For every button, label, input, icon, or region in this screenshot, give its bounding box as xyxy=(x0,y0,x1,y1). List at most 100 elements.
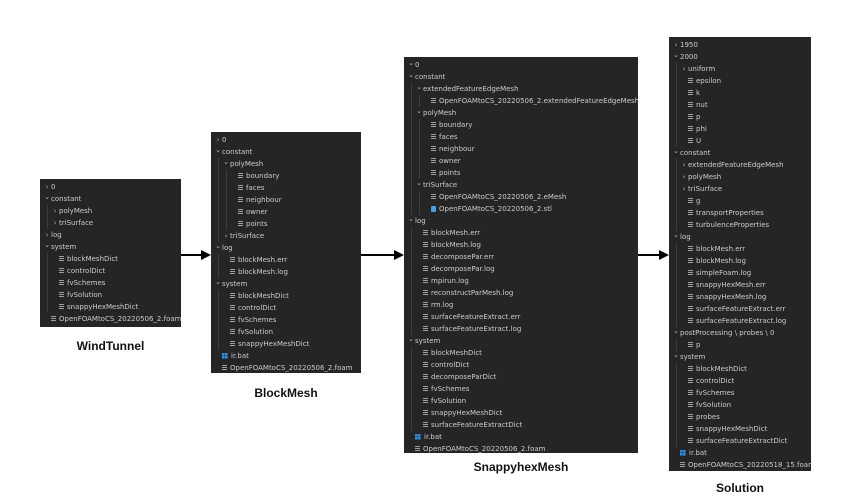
tree-item[interactable]: ⌄constant xyxy=(404,71,638,83)
chevron-right-icon[interactable]: › xyxy=(53,219,57,227)
tree-item[interactable]: boundary xyxy=(404,119,638,131)
chevron-right-icon[interactable]: › xyxy=(674,41,678,49)
tree-item[interactable]: ir.bat xyxy=(669,447,811,459)
tree-item[interactable]: ›1950 xyxy=(669,39,811,51)
tree-item[interactable]: ›polyMesh xyxy=(669,171,811,183)
chevron-down-icon[interactable]: ⌄ xyxy=(44,193,50,201)
tree-item[interactable]: points xyxy=(211,218,361,230)
tree-item[interactable]: OpenFOAMtoCS_20220518_15.foam xyxy=(669,459,811,471)
tree-item[interactable]: OpenFOAMtoCS_20220506_2.stl xyxy=(404,203,638,215)
chevron-down-icon[interactable]: ⌄ xyxy=(223,158,229,166)
chevron-down-icon[interactable]: ⌄ xyxy=(44,241,50,249)
chevron-right-icon[interactable]: › xyxy=(682,173,686,181)
tree-item[interactable]: snappyHexMeshDict xyxy=(40,301,181,313)
chevron-down-icon[interactable]: ⌄ xyxy=(215,278,221,286)
tree-item[interactable]: ⌄log xyxy=(404,215,638,227)
tree-item[interactable]: ›uniform xyxy=(669,63,811,75)
tree-item[interactable]: fvSolution xyxy=(40,289,181,301)
tree-item[interactable]: blockMeshDict xyxy=(211,290,361,302)
tree-item[interactable]: blockMesh.log xyxy=(404,239,638,251)
tree-item[interactable]: fvSolution xyxy=(404,395,638,407)
tree-item[interactable]: ⌄constant xyxy=(211,146,361,158)
chevron-down-icon[interactable]: ⌄ xyxy=(215,146,221,154)
tree-item[interactable]: ⌄system xyxy=(669,351,811,363)
tree-item[interactable]: OpenFOAMtoCS_20220506_2.extendedFeatureE… xyxy=(404,95,638,107)
tree-item[interactable]: points xyxy=(404,167,638,179)
tree-item[interactable]: decomposePar.err xyxy=(404,251,638,263)
tree-item[interactable]: blockMeshDict xyxy=(404,347,638,359)
chevron-down-icon[interactable]: ⌄ xyxy=(408,71,414,79)
chevron-down-icon[interactable]: ⌄ xyxy=(673,51,679,59)
tree-item[interactable]: simpleFoam.log xyxy=(669,267,811,279)
tree-item[interactable]: ⌄constant xyxy=(669,147,811,159)
tree-item[interactable]: fvSolution xyxy=(211,326,361,338)
tree-item[interactable]: ›0 xyxy=(40,181,181,193)
tree-item[interactable]: ⌄extendedFeatureEdgeMesh xyxy=(404,83,638,95)
tree-item[interactable]: OpenFOAMtoCS_20220506_2.foam xyxy=(404,443,638,453)
chevron-down-icon[interactable]: ⌄ xyxy=(673,351,679,359)
chevron-right-icon[interactable]: › xyxy=(53,207,57,215)
tree-item[interactable]: ⌄polyMesh xyxy=(211,158,361,170)
tree-item[interactable]: OpenFOAMtoCS_20220506_2.foam xyxy=(211,362,361,373)
chevron-down-icon[interactable]: ⌄ xyxy=(416,179,422,187)
tree-item[interactable]: blockMesh.log xyxy=(669,255,811,267)
tree-item[interactable]: ⌄system xyxy=(404,335,638,347)
tree-item[interactable]: OpenFOAMtoCS_20220506_2.eMesh xyxy=(404,191,638,203)
chevron-down-icon[interactable]: ⌄ xyxy=(673,147,679,155)
tree-item[interactable]: ›triSurface xyxy=(669,183,811,195)
tree-item[interactable]: controlDict xyxy=(211,302,361,314)
chevron-down-icon[interactable]: ⌄ xyxy=(215,242,221,250)
chevron-right-icon[interactable]: › xyxy=(224,232,228,240)
tree-item[interactable]: owner xyxy=(211,206,361,218)
tree-item[interactable]: decomposeParDict xyxy=(404,371,638,383)
chevron-down-icon[interactable]: ⌄ xyxy=(416,83,422,91)
tree-item[interactable]: fvSchemes xyxy=(211,314,361,326)
chevron-down-icon[interactable]: ⌄ xyxy=(416,107,422,115)
tree-item[interactable]: faces xyxy=(211,182,361,194)
tree-item[interactable]: ›triSurface xyxy=(40,217,181,229)
chevron-right-icon[interactable]: › xyxy=(682,185,686,193)
tree-item[interactable]: ›log xyxy=(40,229,181,241)
tree-item[interactable]: rm.log xyxy=(404,299,638,311)
tree-item[interactable]: owner xyxy=(404,155,638,167)
tree-item[interactable]: p xyxy=(669,339,811,351)
tree-item[interactable]: surfaceFeatureExtract.err xyxy=(404,311,638,323)
tree-item[interactable]: ⌄system xyxy=(211,278,361,290)
tree-item[interactable]: boundary xyxy=(211,170,361,182)
tree-item[interactable]: controlDict xyxy=(40,265,181,277)
tree-item[interactable]: epsilon xyxy=(669,75,811,87)
tree-item[interactable]: g xyxy=(669,195,811,207)
chevron-right-icon[interactable]: › xyxy=(45,231,49,239)
tree-item[interactable]: decomposePar.log xyxy=(404,263,638,275)
chevron-down-icon[interactable]: ⌄ xyxy=(408,215,414,223)
tree-item[interactable]: blockMesh.err xyxy=(211,254,361,266)
tree-item[interactable]: nut xyxy=(669,99,811,111)
tree-item[interactable]: ›triSurface xyxy=(211,230,361,242)
tree-item[interactable]: snappyHexMeshDict xyxy=(669,423,811,435)
tree-item[interactable]: ›polyMesh xyxy=(40,205,181,217)
tree-item[interactable]: surfaceFeatureExtract.log xyxy=(669,315,811,327)
tree-item[interactable]: controlDict xyxy=(404,359,638,371)
tree-item[interactable]: U xyxy=(669,135,811,147)
tree-item[interactable]: turbulenceProperties xyxy=(669,219,811,231)
tree-item[interactable]: ⌄system xyxy=(40,241,181,253)
chevron-down-icon[interactable]: ⌄ xyxy=(408,335,414,343)
tree-item[interactable]: p xyxy=(669,111,811,123)
tree-item[interactable]: neighbour xyxy=(404,143,638,155)
tree-item[interactable]: ⌄triSurface xyxy=(404,179,638,191)
tree-item[interactable]: phi xyxy=(669,123,811,135)
tree-item[interactable]: surfaceFeatureExtract.err xyxy=(669,303,811,315)
tree-item[interactable]: mpirun.log xyxy=(404,275,638,287)
tree-item[interactable]: surfaceFeatureExtractDict xyxy=(404,419,638,431)
chevron-down-icon[interactable]: ⌄ xyxy=(408,59,414,67)
tree-item[interactable]: ⌄polyMesh xyxy=(404,107,638,119)
chevron-right-icon[interactable]: › xyxy=(216,136,220,144)
tree-item[interactable]: ⌄2000 xyxy=(669,51,811,63)
tree-item[interactable]: ⌄postProcessing \ probes \ 0 xyxy=(669,327,811,339)
tree-item[interactable]: blockMeshDict xyxy=(40,253,181,265)
tree-item[interactable]: blockMeshDict xyxy=(669,363,811,375)
tree-item[interactable]: ⌄constant xyxy=(40,193,181,205)
tree-item[interactable]: blockMesh.log xyxy=(211,266,361,278)
tree-item[interactable]: snappyHexMeshDict xyxy=(404,407,638,419)
tree-item[interactable]: transportProperties xyxy=(669,207,811,219)
